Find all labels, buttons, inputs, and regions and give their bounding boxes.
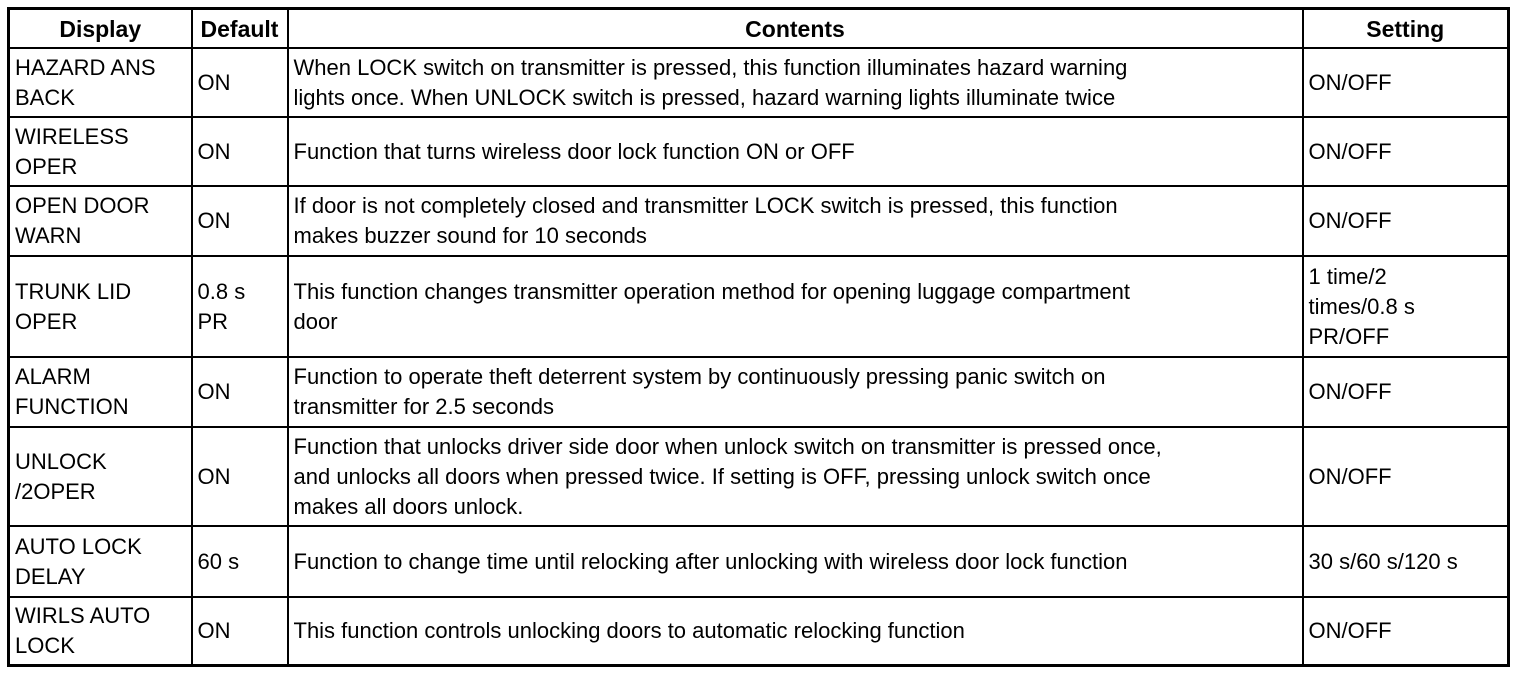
settings-table-container: Display Default Contents Setting HAZARD … bbox=[7, 7, 1510, 667]
settings-table: Display Default Contents Setting HAZARD … bbox=[7, 7, 1510, 667]
table-row: WIRELESS OPER ON Function that turns wir… bbox=[7, 116, 1510, 187]
cell-display: WIRELESS OPER bbox=[7, 116, 193, 187]
cell-display: WIRLS AUTO LOCK bbox=[7, 596, 193, 667]
cell-default: 0.8 s PR bbox=[190, 255, 289, 358]
cell-default: ON bbox=[190, 185, 289, 257]
cell-setting: ON/OFF bbox=[1301, 116, 1510, 187]
cell-display: TRUNK LID OPER bbox=[7, 255, 193, 358]
cell-contents: When LOCK switch on transmitter is press… bbox=[286, 47, 1304, 118]
cell-contents: This function controls unlocking doors t… bbox=[286, 596, 1304, 667]
cell-setting: 30 s/60 s/120 s bbox=[1301, 525, 1510, 598]
table-row: OPEN DOOR WARN ON If door is not complet… bbox=[7, 185, 1510, 257]
header-setting: Setting bbox=[1301, 7, 1510, 49]
cell-setting: ON/OFF bbox=[1301, 47, 1510, 118]
cell-display: AUTO LOCK DELAY bbox=[7, 525, 193, 598]
header-display: Display bbox=[7, 7, 193, 49]
cell-default: ON bbox=[190, 356, 289, 428]
cell-setting: ON/OFF bbox=[1301, 426, 1510, 527]
table-row: ALARM FUNCTION ON Function to operate th… bbox=[7, 356, 1510, 428]
table-header-row: Display Default Contents Setting bbox=[7, 7, 1510, 49]
cell-setting: 1 time/2 times/0.8 s PR/OFF bbox=[1301, 255, 1510, 358]
table-row: HAZARD ANS BACK ON When LOCK switch on t… bbox=[7, 47, 1510, 118]
cell-display: UNLOCK /2OPER bbox=[7, 426, 193, 527]
cell-default: ON bbox=[190, 596, 289, 667]
cell-default: ON bbox=[190, 47, 289, 118]
cell-contents: Function that turns wireless door lock f… bbox=[286, 116, 1304, 187]
cell-contents: Function to change time until relocking … bbox=[286, 525, 1304, 598]
cell-default: ON bbox=[190, 116, 289, 187]
cell-contents: If door is not completely closed and tra… bbox=[286, 185, 1304, 257]
cell-contents: Function to operate theft deterrent syst… bbox=[286, 356, 1304, 428]
table-row: UNLOCK /2OPER ON Function that unlocks d… bbox=[7, 426, 1510, 527]
cell-contents: Function that unlocks driver side door w… bbox=[286, 426, 1304, 527]
cell-default: 60 s bbox=[190, 525, 289, 598]
cell-default: ON bbox=[190, 426, 289, 527]
cell-setting: ON/OFF bbox=[1301, 185, 1510, 257]
table-row: TRUNK LID OPER 0.8 s PR This function ch… bbox=[7, 255, 1510, 358]
table-row: WIRLS AUTO LOCK ON This function control… bbox=[7, 596, 1510, 667]
header-default: Default bbox=[190, 7, 289, 49]
cell-display: HAZARD ANS BACK bbox=[7, 47, 193, 118]
cell-display: ALARM FUNCTION bbox=[7, 356, 193, 428]
cell-contents: This function changes transmitter operat… bbox=[286, 255, 1304, 358]
table-row: AUTO LOCK DELAY 60 s Function to change … bbox=[7, 525, 1510, 598]
cell-display: OPEN DOOR WARN bbox=[7, 185, 193, 257]
cell-setting: ON/OFF bbox=[1301, 596, 1510, 667]
cell-setting: ON/OFF bbox=[1301, 356, 1510, 428]
header-contents: Contents bbox=[286, 7, 1304, 49]
